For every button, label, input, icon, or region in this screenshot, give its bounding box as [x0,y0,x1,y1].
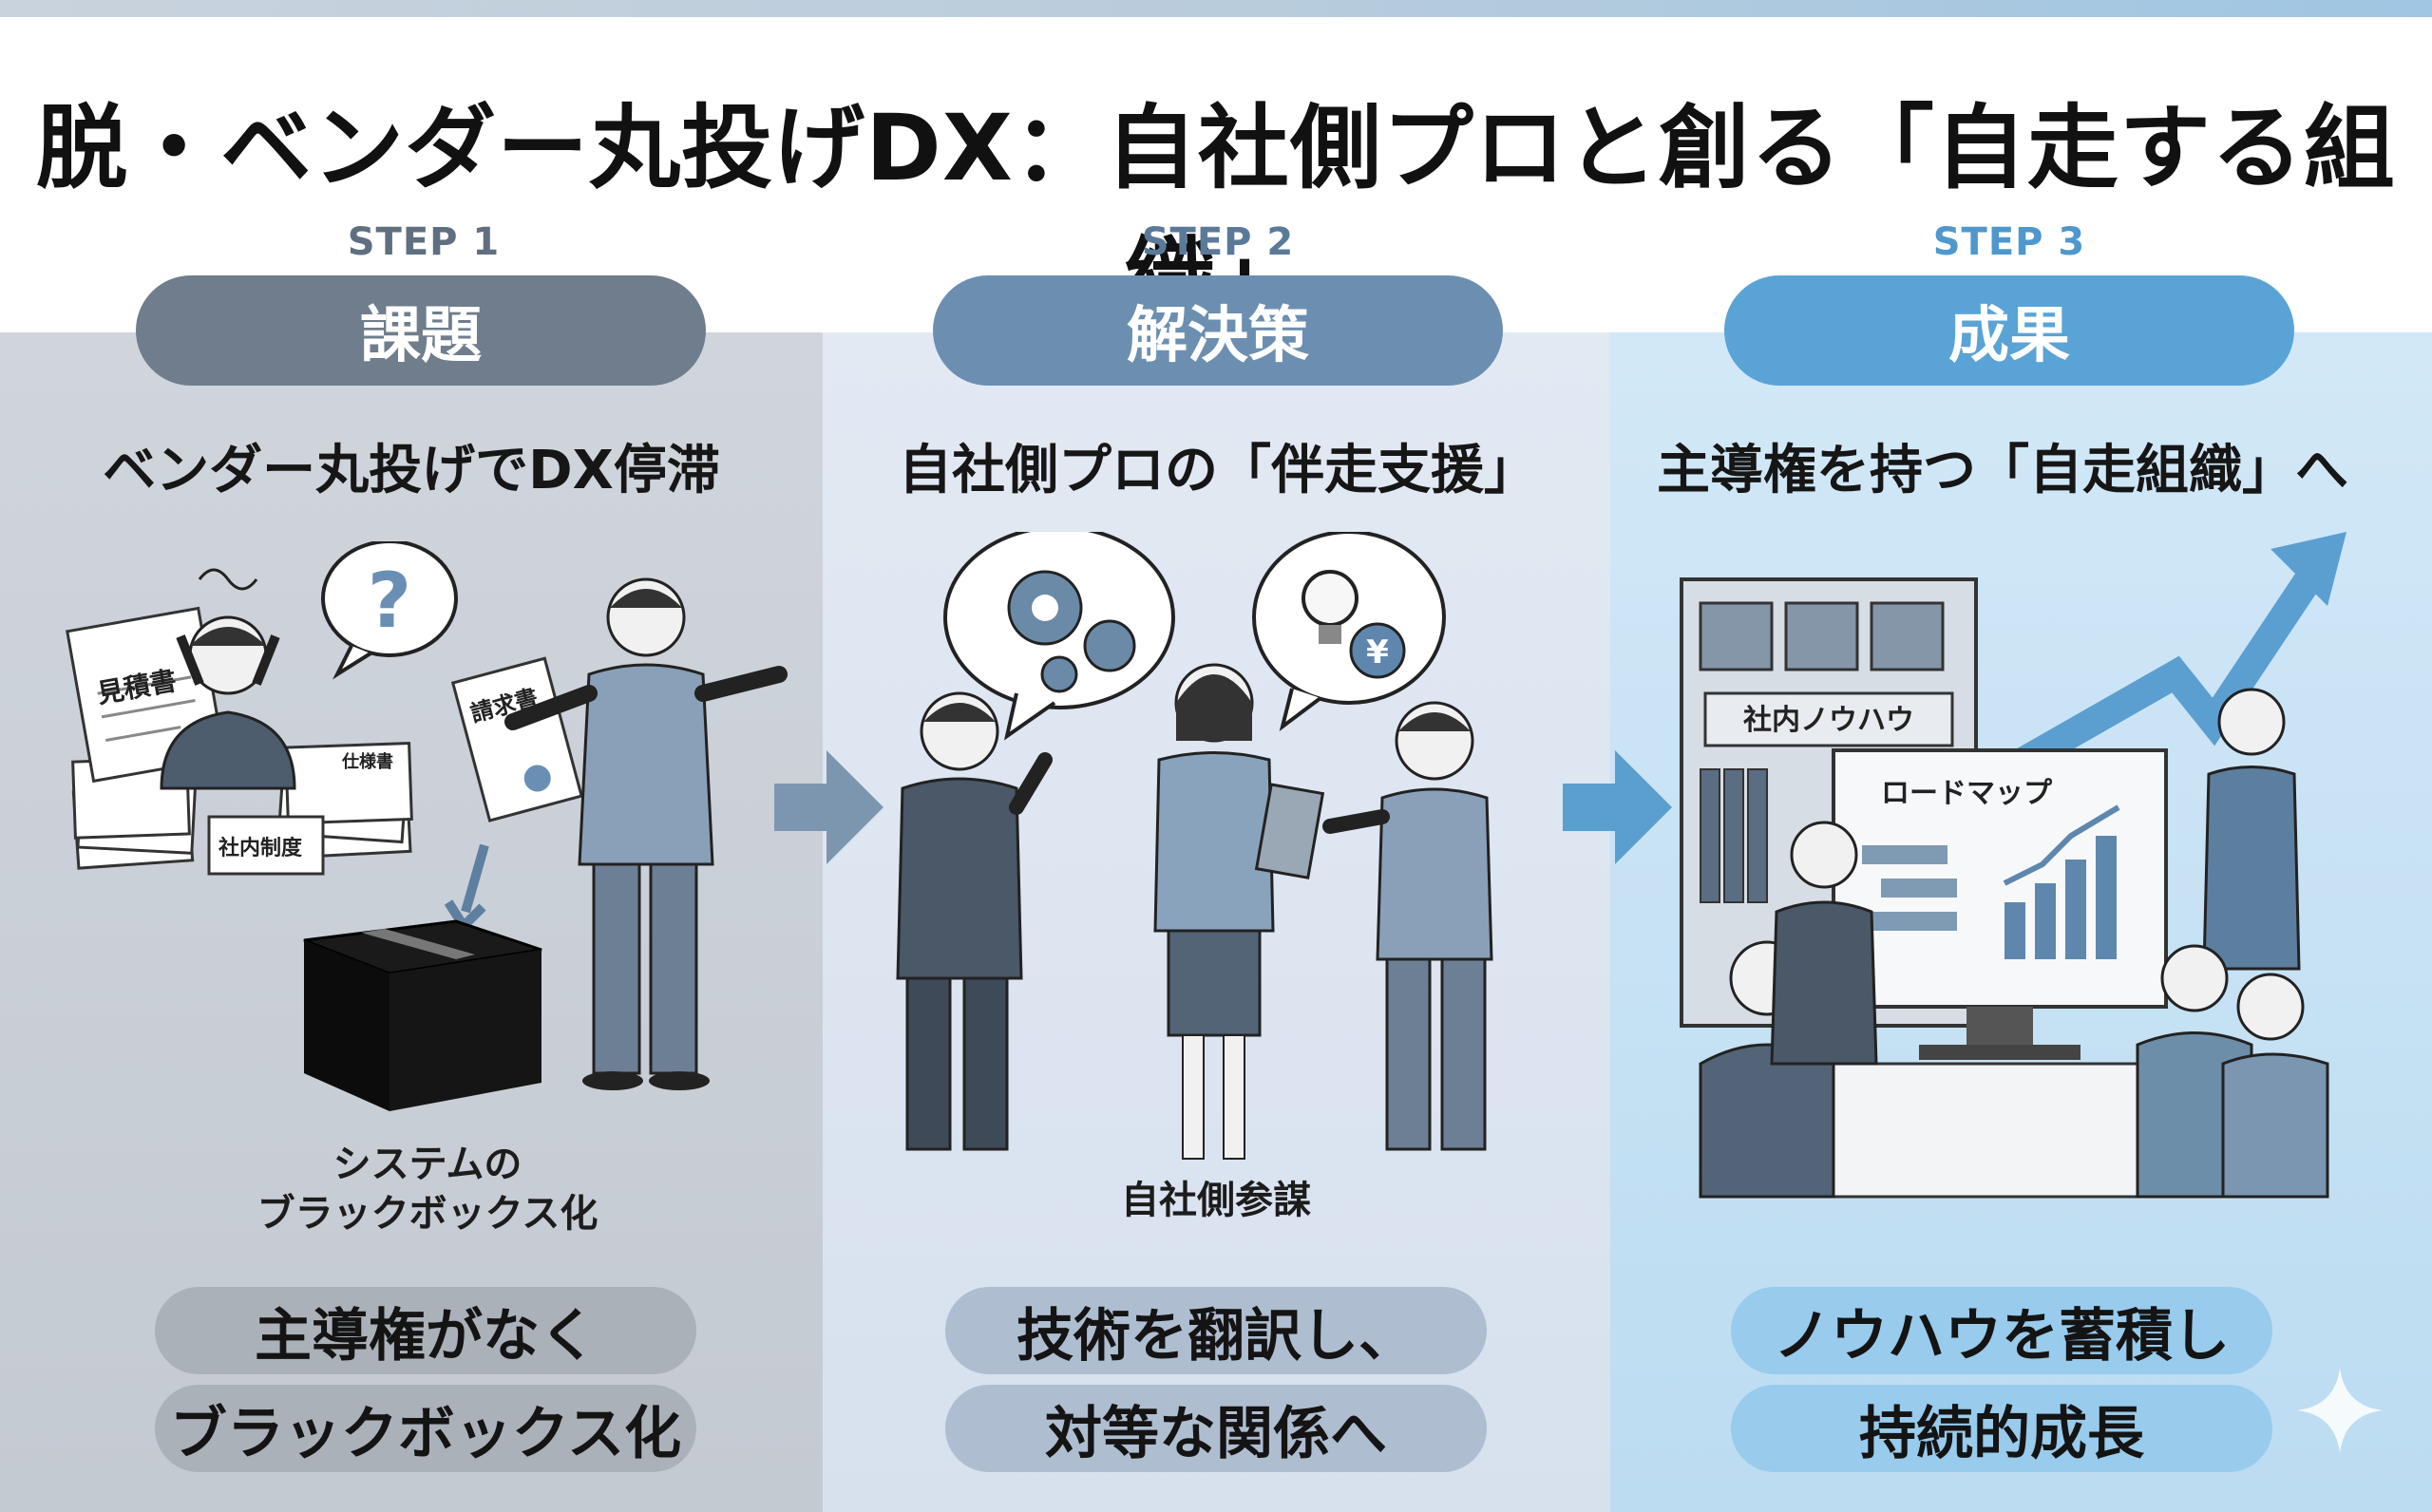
step3-illustration: 社内ノウハウ ロードマップ [1680,532,2346,1199]
step1-label: STEP 1 [347,220,501,264]
client-person [896,691,1053,1151]
step1-illustration: 見積書 請求書 仕様書 社内制度 ? [66,541,788,1111]
step3-bottom-pill-1: ノウハウを蓄積し [1731,1287,2272,1374]
document-seikyu [450,656,583,822]
step1-pill: 課題 [136,275,706,386]
step1-bottom-pill-1: 主導権がなく [155,1287,696,1374]
step1-caption-line1: システムの [332,1143,522,1186]
step2-label: STEP 2 [1141,220,1295,264]
step3-pill: 成果 [1724,275,2294,386]
lightbulb-yen-icon: ¥ [1252,532,1446,731]
team-members [1699,688,2329,1199]
document-shanai [207,815,325,876]
question-mark-icon: ? [321,541,458,680]
board-label: ロードマップ [1881,777,2053,810]
svg-text:?: ? [368,557,411,645]
right-arrow-icon [774,750,884,864]
vendor-person [1322,701,1493,1151]
roadmap-board [1832,748,2168,1060]
consultant-person [1153,663,1325,1160]
svg-text:¥: ¥ [1366,633,1389,671]
doc-label-shanai: 社内制度 [218,836,303,860]
vendor-person [504,577,788,1090]
stressed-person [160,568,296,790]
step2-pill: 解決策 [933,275,1503,386]
step2-illustration: ¥ [896,532,1493,1160]
sparkle-icon [2297,1368,2383,1453]
down-arrow-icon [461,843,489,914]
doc-label-shiyou: 仕様書 [341,751,393,772]
step2-bottom-pill-1: 技術を翻訳し、 [945,1287,1487,1374]
step2-bottom-pill-2: 対等な関係へ [945,1385,1487,1472]
step1-subtitle: ベンダー丸投げでDX停滞 [103,440,720,501]
step3-bottom-pill-2: 持続的成長 [1731,1385,2272,1472]
right-arrow-icon [1563,750,1672,864]
black-box-icon [303,919,542,1111]
growth-arrow-icon [2270,532,2346,606]
step3-subtitle: 主導権を持つ「自走組織」へ [1657,440,2348,501]
step2-subtitle: 自社側プロの「伴走支援」 [899,440,1537,501]
step3-label: STEP 3 [1932,220,2086,264]
step2-caption: 自社側参謀 [1121,1179,1311,1222]
gears-icon [943,532,1175,741]
step1-caption-line2: ブラックボックス化 [256,1192,598,1236]
shelf-label: 社内ノウハウ [1743,704,1914,737]
step1-bottom-pill-2: ブラックボックス化 [155,1385,696,1472]
top-accent-bar [0,0,2432,17]
